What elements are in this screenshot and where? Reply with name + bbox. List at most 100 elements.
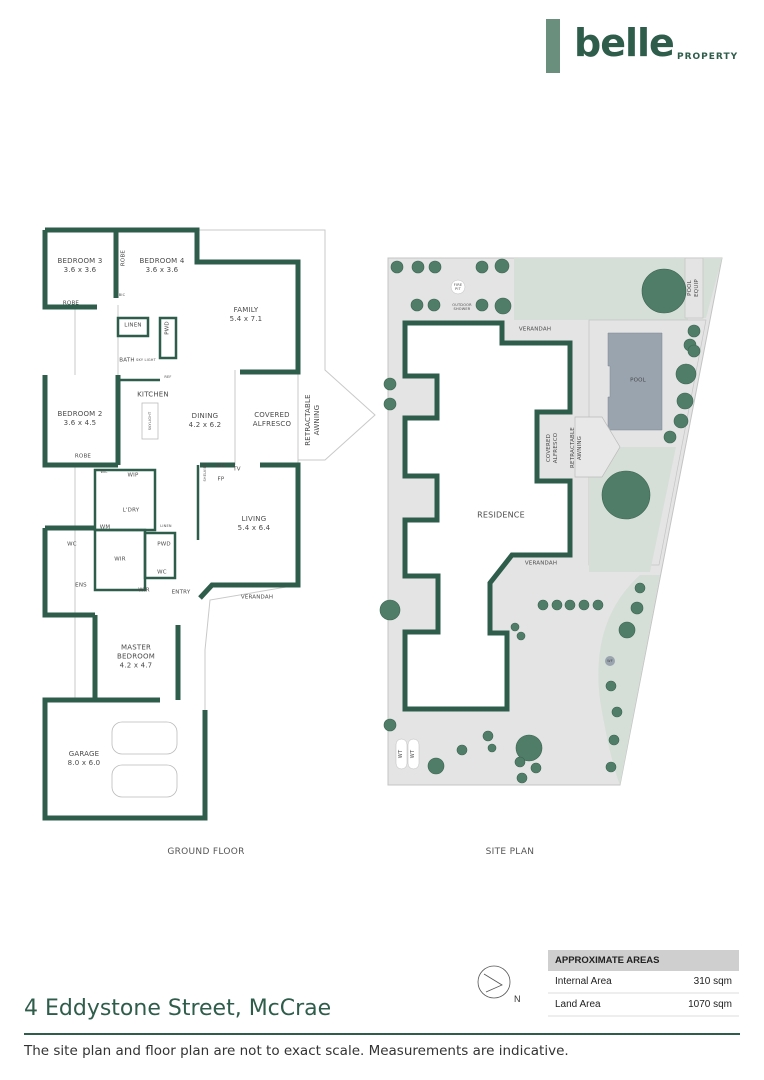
label-wir-2: WIR — [138, 587, 150, 594]
tree-icon — [390, 260, 404, 274]
tree-icon — [687, 324, 701, 338]
table-row: Land Area 1070 sqm — [548, 994, 739, 1017]
tree-icon — [494, 297, 512, 315]
room-name: DINING — [191, 412, 219, 420]
tree-icon — [475, 260, 489, 274]
tree-icon — [494, 258, 510, 274]
label-ref: REF — [164, 375, 172, 379]
label-fp: FP — [217, 476, 225, 483]
tree-icon — [578, 599, 590, 611]
tree-icon — [641, 268, 687, 314]
tree-icon — [675, 363, 697, 385]
tree-icon — [605, 680, 617, 692]
tree-icon — [515, 734, 543, 762]
label-laundry: L'DRY — [122, 507, 140, 514]
label-bic-2: BIC — [216, 463, 226, 470]
tree-icon — [487, 743, 497, 753]
area-label: Internal Area — [555, 976, 612, 987]
tree-icon — [456, 744, 468, 756]
tree-icon — [676, 392, 694, 410]
tree-icon — [383, 377, 397, 391]
label-ens: ENS — [75, 582, 87, 589]
tree-icon — [530, 762, 542, 774]
trees — [379, 258, 701, 784]
garage-cars — [111, 402, 178, 798]
tree-icon — [475, 298, 489, 312]
tree-icon — [634, 582, 646, 594]
tree-icon — [592, 599, 604, 611]
room-size: 5.4 x 6.4 — [237, 524, 271, 532]
site-label-wt: WT — [398, 749, 404, 759]
awning-outline — [574, 416, 621, 478]
tree-icon — [514, 756, 526, 768]
label-pwd-2: PWD — [157, 541, 171, 548]
residence — [402, 320, 573, 712]
room-name: BEDROOM 2 — [57, 410, 103, 418]
room-name: BEDROOM 4 — [139, 257, 185, 265]
room-size: 3.6 x 4.5 — [63, 419, 97, 427]
divider — [24, 1033, 740, 1035]
room-size: 3.6 x 3.6 — [145, 266, 179, 274]
area-label: Land Area — [555, 999, 601, 1010]
north-label: N — [514, 994, 521, 1004]
room-name: GARAGE — [68, 750, 100, 758]
logo-bar — [546, 19, 560, 73]
site-label-outdoor-shower: OUTDOOR SHOWER — [452, 303, 472, 311]
label-robe: ROBE — [74, 453, 92, 460]
tree-icon — [516, 772, 528, 784]
room-size: 4.2 x 6.2 — [188, 421, 222, 429]
area-value: 1070 sqm — [688, 999, 732, 1010]
label-bath: BATH — [119, 357, 135, 364]
tree-icon — [673, 413, 689, 429]
tree-icon — [537, 599, 549, 611]
water-tank — [395, 738, 408, 770]
disclaimer: The site plan and floor plan are not to … — [24, 1043, 569, 1059]
site-label-residence: RESIDENCE — [477, 510, 525, 520]
tree-icon — [551, 599, 563, 611]
tree-icon — [516, 631, 526, 641]
tree-icon — [482, 730, 494, 742]
site-label-verandah: VERANDAH — [518, 326, 552, 333]
room-name: COVERED — [254, 411, 290, 419]
north-compass-icon — [477, 965, 511, 999]
tree-icon — [379, 599, 401, 621]
room-size: 4.2 x 4.7 — [119, 661, 153, 670]
site-plan — [379, 257, 723, 786]
tree-icon — [687, 344, 701, 358]
tree-icon — [427, 757, 445, 775]
tree-icon — [510, 622, 520, 632]
tree-icon — [564, 599, 576, 611]
label-skylight: SKY LIGHT — [136, 358, 156, 362]
water-tank — [407, 738, 420, 770]
tree-icon — [383, 718, 397, 732]
room-name: MASTER — [120, 643, 152, 652]
label-wc: WC — [67, 541, 77, 548]
water-feature — [605, 656, 615, 666]
label-verandah: VERANDAH — [240, 594, 274, 601]
site-label-wf: WF — [607, 659, 613, 663]
tree-icon — [630, 601, 644, 615]
tree-icon — [663, 430, 677, 444]
tree-icon — [410, 298, 424, 312]
garden-bed — [598, 575, 660, 785]
site-label-pool: POOL — [630, 377, 646, 384]
tree-icon — [618, 621, 636, 639]
site-label-covered-alfresco: COVERED ALFRESCO — [546, 432, 559, 464]
site-label-wt: WT — [410, 749, 416, 759]
internal-walls — [93, 316, 200, 592]
logo-wordmark: belle — [574, 21, 675, 65]
room-name-2: ALFRESCO — [252, 420, 292, 428]
label-tv: TV — [233, 466, 241, 473]
room-name: BEDROOM 3 — [57, 257, 103, 265]
label-wip: WIP — [127, 472, 139, 479]
pool — [607, 332, 663, 431]
